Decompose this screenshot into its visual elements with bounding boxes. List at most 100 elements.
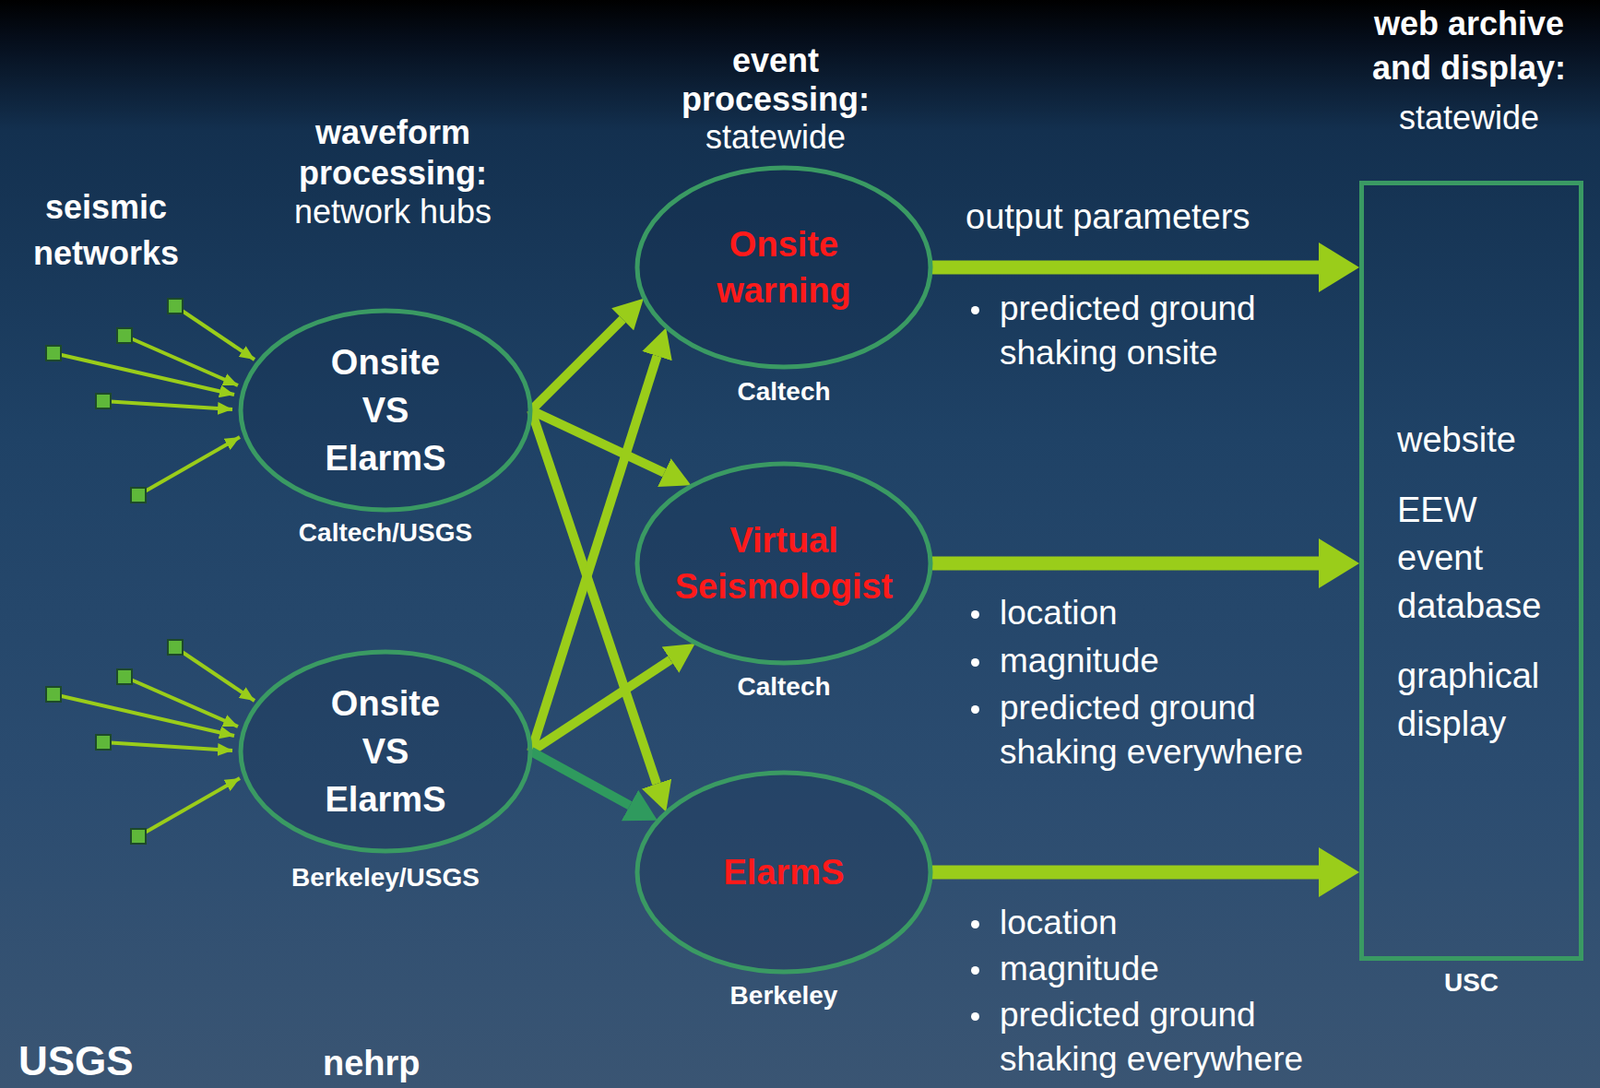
process-name: ElarmS [723, 849, 845, 896]
station-link [124, 335, 238, 386]
station-link [124, 676, 238, 727]
process-ellipse: Onsite warningCaltech [634, 165, 934, 370]
column-header-group: web archive and display: [1343, 1, 1595, 91]
output-item: magnitude [965, 947, 1346, 992]
logo-text: nehrp [322, 1042, 508, 1085]
station-link [103, 401, 233, 410]
output-item: magnitude [965, 639, 1346, 684]
column-subheader-group: statewide [660, 118, 891, 156]
process-ellipse: Virtual SeismologistCaltech [634, 461, 934, 666]
station-square [46, 687, 61, 702]
column-header: event processing: [660, 41, 891, 119]
process-name: Onsite VS ElarmS [325, 338, 447, 483]
ellipse-shape [637, 167, 931, 368]
bullet-dot [971, 610, 980, 619]
connector-arrow [531, 751, 630, 806]
output-heading: output parameters [965, 194, 1344, 239]
archive-box: websiteEEW event databasegraphical displ… [1359, 180, 1584, 961]
ellipse-outline [634, 461, 934, 666]
node-text: websiteEEW event databasegraphical displ… [1397, 415, 1541, 748]
station-link [53, 694, 235, 736]
column-subheader-group: statewide [1349, 97, 1589, 139]
output-item-group: location [965, 900, 1346, 946]
node-text: Onsite warning [716, 221, 852, 314]
bullet-dot [971, 920, 980, 929]
logo-text: USGS [18, 1038, 240, 1085]
logo-text-group: nehrp [322, 1042, 508, 1085]
station-link [175, 306, 255, 360]
column-header: waveform processing: [277, 112, 509, 194]
station-square [167, 640, 183, 655]
station-link [53, 353, 235, 395]
column-header: seismic networks [0, 184, 213, 277]
process-name: Onsite VS ElarmS [325, 679, 447, 824]
process-ellipse: ElarmSBerkeley [634, 770, 934, 975]
bullet-dot [971, 705, 980, 714]
bullet-dot [971, 306, 980, 315]
connector-arrow [931, 557, 1319, 571]
station-links [53, 306, 255, 837]
institution-label: Caltech/USGS [298, 517, 473, 549]
station-link [175, 647, 255, 701]
output-item-group: location [965, 591, 1346, 636]
column-header-group: event processing: [660, 41, 891, 119]
station-square [117, 328, 132, 344]
node-text: Onsite VS ElarmS [325, 679, 447, 824]
process-name: Virtual Seismologist [675, 517, 894, 610]
ellipse-outline [634, 165, 934, 370]
connector-arrow [531, 660, 671, 752]
node-text: ElarmS [723, 849, 845, 896]
station-link [103, 742, 233, 751]
output-item-group: magnitude [965, 947, 1346, 992]
ellipse-shape [240, 651, 531, 852]
archive-item: website [1397, 415, 1517, 464]
station-link [138, 778, 240, 837]
station-square [130, 829, 146, 844]
station-link [138, 437, 240, 496]
output-item-group: predicted ground shaking everywhere [965, 686, 1346, 775]
ellipse-shape [240, 310, 531, 510]
output-item-group: predicted ground shaking everywhere [965, 993, 1346, 1082]
column-subheader: network hubs [254, 193, 532, 231]
output-item: predicted ground shaking onsite [965, 286, 1346, 376]
output-item: location [965, 591, 1346, 636]
output-item-group: predicted ground shaking onsite [965, 286, 1346, 376]
node-text: Virtual Seismologist [675, 517, 894, 610]
process-ellipse: Onsite VS ElarmSCaltech/USGS [237, 308, 534, 513]
institution-label: Caltech [736, 671, 830, 703]
station-square [117, 669, 132, 685]
connector-arrow [531, 319, 623, 411]
institution-label: Berkeley [730, 980, 839, 1012]
connector-arrow [531, 410, 657, 784]
station-square [95, 734, 111, 750]
institution-label: Berkeley/USGS [291, 862, 480, 894]
archive-item: graphical display [1397, 651, 1540, 748]
output-item: predicted ground shaking everywhere [965, 993, 1346, 1082]
output-heading-group: output parameters [965, 194, 1344, 239]
ellipse-shape [637, 463, 931, 664]
logo-text-group: USGS [18, 1038, 240, 1085]
connector-arrow [931, 865, 1319, 880]
output-item: predicted ground shaking everywhere [965, 686, 1346, 775]
column-header: web archive and display: [1343, 1, 1595, 91]
column-header-group: seismic networks [0, 184, 213, 277]
ellipse-shape [637, 772, 931, 972]
output-item-group: magnitude [965, 639, 1346, 684]
stations [46, 298, 183, 844]
process-name: Onsite warning [716, 221, 852, 314]
bullet-dot [971, 966, 980, 975]
institution-label: USC [1444, 967, 1499, 999]
station-square [46, 345, 61, 361]
column-subheader: statewide [660, 118, 891, 156]
station-square [130, 487, 146, 503]
column-header-group: waveform processing: [277, 112, 509, 194]
output-item: location [965, 900, 1346, 946]
bullet-dot [971, 1012, 980, 1021]
station-square [167, 298, 183, 314]
bullet-dot [971, 658, 980, 667]
station-square [95, 393, 111, 409]
connector-arrow [931, 260, 1319, 275]
process-ellipse: Onsite VS ElarmSBerkeley/USGS [237, 649, 534, 854]
